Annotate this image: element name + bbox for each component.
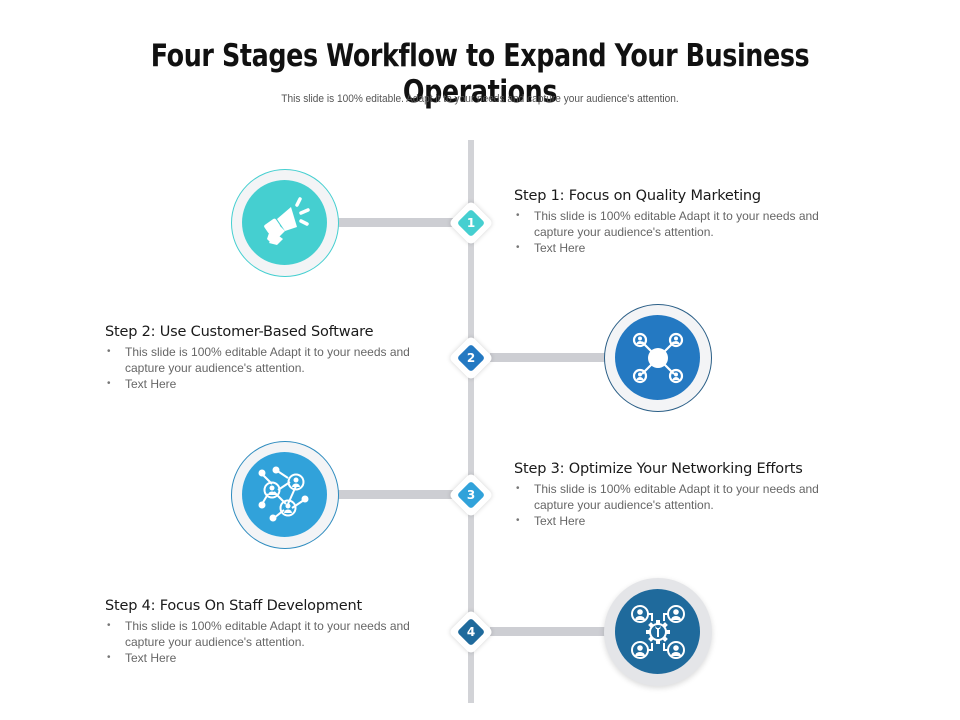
- step-3-number: 3: [466, 488, 476, 502]
- step-1-marker: 1: [448, 200, 494, 246]
- step-3-title: Step 3: Optimize Your Networking Efforts: [514, 461, 803, 477]
- step-4-bullet: This slide is 100% editable Adapt it to …: [105, 618, 435, 650]
- timeline-line: [468, 140, 474, 703]
- step-4-number: 4: [466, 625, 476, 639]
- step-3-bullet: Text Here: [514, 513, 844, 529]
- megaphone-icon: [242, 180, 327, 265]
- connector-4: [490, 627, 608, 636]
- staff-gear-icon: [615, 589, 700, 674]
- step-4-icon-circle: [604, 578, 712, 686]
- step-4-text: Step 4: Focus On Staff Development This …: [105, 598, 435, 666]
- step-1-text: Step 1: Focus on Quality Marketing This …: [514, 188, 844, 256]
- step-2-number: 2: [466, 351, 476, 365]
- step-2-bullet: Text Here: [105, 376, 435, 392]
- slide-title: Four Stages Workflow to Expand Your Busi…: [150, 38, 810, 110]
- step-1-title: Step 1: Focus on Quality Marketing: [514, 188, 761, 204]
- step-2-icon-circle: [604, 304, 712, 412]
- connector-3: [335, 490, 453, 499]
- step-1-bullet: This slide is 100% editable Adapt it to …: [514, 208, 844, 240]
- step-2-text: Step 2: Use Customer-Based Software This…: [105, 324, 435, 392]
- connector-1: [335, 218, 453, 227]
- step-2-title: Step 2: Use Customer-Based Software: [105, 324, 374, 340]
- step-2-bullet: This slide is 100% editable Adapt it to …: [105, 344, 435, 376]
- step-3-icon-circle: [231, 441, 339, 549]
- step-2-marker: 2: [448, 335, 494, 381]
- slide-subtitle: This slide is 100% editable. Adapt it to…: [281, 93, 679, 105]
- step-3-marker: 3: [448, 472, 494, 518]
- people-network-icon: [242, 452, 327, 537]
- step-4-marker: 4: [448, 609, 494, 655]
- step-1-number: 1: [466, 216, 476, 230]
- step-3-text: Step 3: Optimize Your Networking Efforts…: [514, 461, 844, 529]
- step-3-bullet: This slide is 100% editable Adapt it to …: [514, 481, 844, 513]
- step-4-title: Step 4: Focus On Staff Development: [105, 598, 362, 614]
- step-1-bullet: Text Here: [514, 240, 844, 256]
- connector-2: [490, 353, 608, 362]
- step-4-bullet: Text Here: [105, 650, 435, 666]
- customer-network-icon: [615, 315, 700, 400]
- step-1-icon-circle: [231, 169, 339, 277]
